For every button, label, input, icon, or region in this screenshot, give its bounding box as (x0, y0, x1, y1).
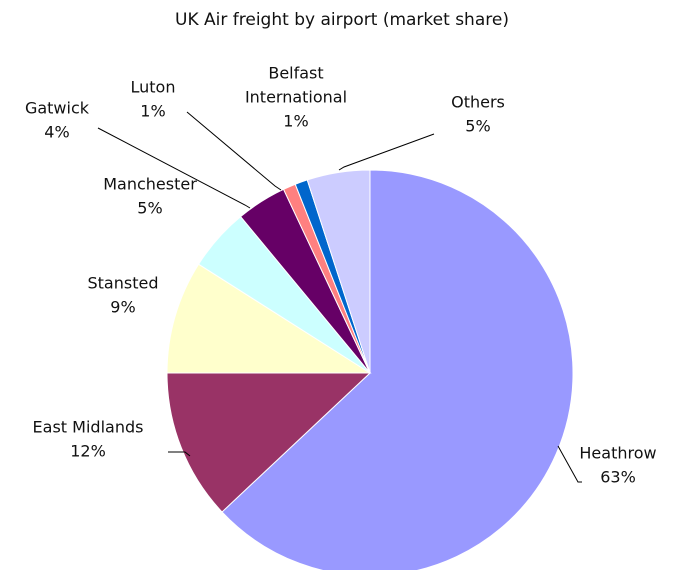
leader-line-heathrow (557, 445, 582, 483)
leader-line-luton (186, 111, 282, 191)
leader-line-east-midlands (168, 451, 191, 457)
data-label-name-stansted: Stansted (88, 274, 159, 293)
chart-title: UK Air freight by airport (market share) (175, 10, 509, 30)
data-label-percent-belfast-international: 1% (283, 112, 308, 131)
leader-line-others (338, 133, 435, 171)
leader-line-gatwick (97, 127, 251, 209)
data-label-percent-stansted: 9% (110, 298, 135, 317)
data-label-percent-manchester: 5% (137, 199, 162, 218)
data-label-name-belfast-international: Belfast (268, 64, 323, 83)
slice-east-midlands (166, 372, 372, 513)
data-label-percent-heathrow: 63% (600, 468, 636, 487)
data-label-percent-luton: 1% (140, 102, 165, 121)
data-label-percent-others: 5% (465, 117, 490, 136)
data-label-name-luton: Luton (131, 78, 176, 97)
data-label-name-east-midlands: East Midlands (33, 418, 144, 437)
data-label-percent-east-midlands: 12% (70, 442, 106, 461)
data-label-name-heathrow: Heathrow (579, 444, 656, 463)
leader-lines (97, 111, 582, 483)
slice-labels: Heathrow 63% East Midlands 12% Stansted 9% Man… (25, 64, 657, 487)
data-label-name-belfast-international: International (245, 88, 347, 107)
slice-heathrow (221, 169, 574, 570)
data-label-percent-gatwick: 4% (44, 123, 69, 142)
pie-slices (166, 169, 574, 570)
data-label-name-manchester: Manchester (103, 175, 197, 194)
data-label-name-gatwick: Gatwick (25, 99, 90, 118)
data-label-name-others: Others (451, 93, 505, 112)
slice-stansted (166, 263, 372, 374)
slice-others (306, 169, 371, 374)
